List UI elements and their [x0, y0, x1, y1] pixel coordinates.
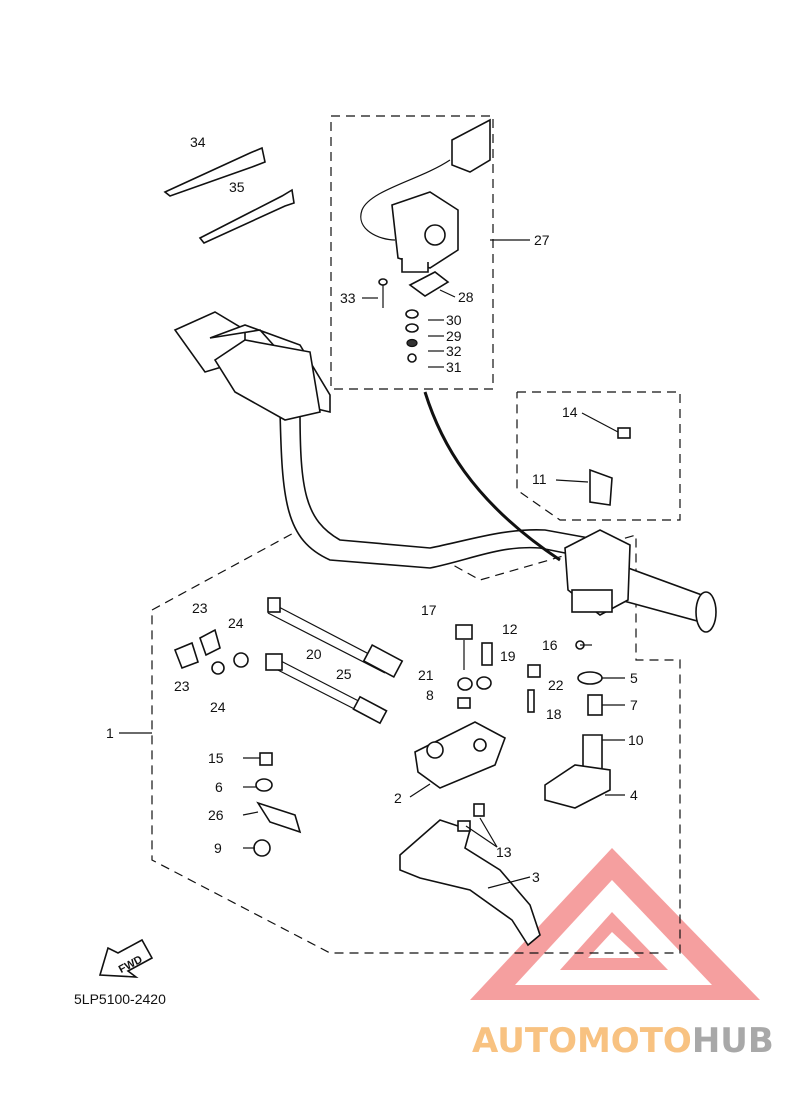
leader-lines: [119, 239, 625, 889]
watermark-text-b: HUB: [692, 1021, 774, 1061]
callout-27: 27: [534, 232, 550, 248]
callout-28: 28: [458, 289, 474, 305]
small-parts: [173, 624, 611, 857]
callout-24a: 24: [228, 615, 244, 631]
callout-15: 15: [208, 750, 224, 766]
callout-25: 25: [336, 666, 352, 682]
callout-23b: 23: [174, 678, 190, 694]
callout-29: 29: [446, 328, 462, 344]
callout-34: 34: [190, 134, 206, 150]
callout-9: 9: [214, 840, 222, 856]
callout-4: 4: [630, 787, 638, 803]
callout-16: 16: [542, 637, 558, 653]
callout-26: 26: [208, 807, 224, 823]
callout-24b: 24: [210, 699, 226, 715]
part-number-code: 5LP5100-2420: [74, 991, 166, 1007]
callout-12: 12: [502, 621, 518, 637]
callout-21: 21: [418, 667, 434, 683]
callout-2: 2: [394, 790, 402, 806]
callout-31: 31: [446, 359, 462, 375]
lever-bracket: [414, 721, 506, 789]
handlebar: [173, 311, 717, 633]
callout-8: 8: [426, 687, 434, 703]
switch-group-box: [330, 115, 494, 390]
callout-6: 6: [215, 779, 223, 795]
callout-13: 13: [496, 844, 512, 860]
callout-30: 30: [446, 312, 462, 328]
callout-labels: 1 2 3 4 5 6 7 8 9 10 11 12 13 14 15 16 1…: [106, 134, 644, 885]
callout-7: 7: [630, 697, 638, 713]
callout-10: 10: [628, 732, 644, 748]
callout-32: 32: [446, 343, 462, 359]
switch-wire: [423, 391, 561, 562]
callout-1: 1: [106, 725, 114, 741]
callout-22: 22: [548, 677, 564, 693]
callout-11: 11: [532, 471, 547, 487]
watermark-logo: AUTOMOTOHUB: [470, 848, 774, 1061]
right-switch-housing: [564, 427, 631, 616]
handlebar-switch: [360, 118, 491, 363]
fwd-arrow: FWD: [98, 938, 154, 978]
callout-3: 3: [532, 869, 540, 885]
callout-14: 14: [562, 404, 578, 420]
callout-18: 18: [546, 706, 562, 722]
callout-35: 35: [229, 179, 245, 195]
lever-assembly-boundary: [151, 504, 681, 954]
cables: [265, 597, 404, 725]
svg-text:AUTOMOTOHUB: AUTOMOTOHUB: [472, 1021, 774, 1061]
callout-20: 20: [306, 646, 322, 662]
watermark-text-a: AUTOMOTO: [472, 1021, 692, 1061]
clutch-lever: [399, 819, 541, 947]
right-switch-boundary: [516, 391, 681, 521]
callout-19: 19: [500, 648, 516, 664]
callout-17: 17: [421, 602, 437, 618]
callout-23a: 23: [192, 600, 208, 616]
callout-33: 33: [340, 290, 356, 306]
cable-ties: [163, 146, 295, 244]
callout-5: 5: [630, 670, 638, 686]
